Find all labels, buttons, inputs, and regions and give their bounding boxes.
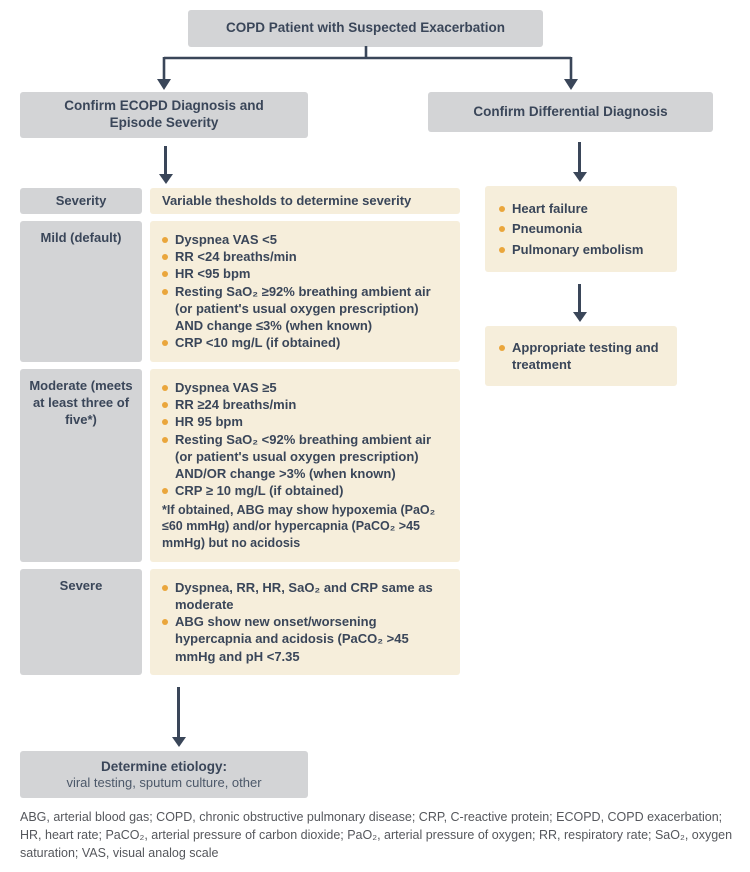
differential-item: Pneumonia	[499, 220, 663, 237]
node-confirm-ecopd: Confirm ECOPD Diagnosis and Episode Seve…	[20, 92, 308, 138]
node-differential-list: Heart failure Pneumonia Pulmonary emboli…	[485, 186, 677, 272]
abbreviations-footnote: ABG, arterial blood gas; COPD, chronic o…	[20, 810, 733, 861]
criteria-item: Dyspnea VAS <5	[162, 231, 448, 248]
criteria-item: Dyspnea VAS ≥5	[162, 379, 448, 396]
branch-connector-arrows	[157, 46, 578, 90]
severity-column-header: Severity	[20, 187, 142, 214]
bullet-icon	[162, 384, 168, 391]
criteria-item: Resting SaO₂ ≥92% breathing ambient air …	[162, 283, 448, 335]
bullet-icon	[499, 246, 505, 253]
criteria-item: RR <24 breaths/min	[162, 248, 448, 265]
differential-item: Heart failure	[499, 200, 663, 217]
bullet-icon	[162, 254, 168, 261]
severity-label-mild: Mild (default)	[20, 220, 142, 362]
criteria-item: ABG show new onset/worsening hypercapnia…	[162, 613, 448, 665]
bullet-icon	[162, 619, 168, 626]
node-appropriate-testing: Appropriate testing and treatment	[485, 325, 677, 387]
bullet-icon	[162, 402, 168, 408]
action-item: Appropriate testing and treatment	[499, 339, 663, 374]
bullet-icon	[162, 288, 168, 295]
bullet-icon	[162, 271, 168, 278]
criteria-item: HR <95 bpm	[162, 265, 448, 282]
bullet-icon	[162, 340, 168, 347]
abg-footnote-moderate: *If obtained, ABG may show hypoxemia (Pa…	[162, 502, 436, 550]
thresholds-column-header: Variable thesholds to determine severity	[150, 187, 460, 214]
arrow-down-icon	[578, 142, 581, 172]
criteria-item: HR 95 bpm	[162, 413, 448, 430]
arrow-down-icon	[164, 145, 167, 174]
bullet-icon	[499, 344, 505, 351]
etiology-subtitle: viral testing, sputum culture, other	[66, 774, 262, 790]
bullet-icon	[162, 488, 168, 495]
criteria-item: Resting SaO₂ <92% breathing ambient air …	[162, 431, 448, 483]
bullet-icon	[162, 436, 168, 443]
criteria-item: RR ≥24 breaths/min	[162, 396, 448, 413]
bullet-icon	[162, 584, 168, 591]
criteria-moderate: Dyspnea VAS ≥5 RR ≥24 breaths/min HR 95 …	[150, 368, 460, 562]
right-branch: Confirm Differential Diagnosis Heart fai…	[428, 92, 713, 387]
criteria-item: CRP ≥ 10 mg/L (if obtained)	[162, 482, 448, 499]
node-determine-etiology: Determine etiology: viral testing, sputu…	[20, 750, 308, 798]
criteria-severe: Dyspnea, RR, HR, SaO₂ and CRP same as mo…	[150, 568, 460, 675]
severity-table: Severity Variable thesholds to determine…	[20, 187, 460, 675]
differential-item: Pulmonary embolism	[499, 241, 663, 258]
node-confirm-differential: Confirm Differential Diagnosis	[428, 92, 713, 132]
node-suspected-exacerbation: COPD Patient with Suspected Exacerbation	[188, 10, 543, 47]
arrow-down-icon	[578, 283, 581, 312]
criteria-mild: Dyspnea VAS <5 RR <24 breaths/min HR <95…	[150, 220, 460, 362]
left-branch: Confirm ECOPD Diagnosis and Episode Seve…	[20, 92, 460, 798]
criteria-item: Dyspnea, RR, HR, SaO₂ and CRP same as mo…	[162, 579, 448, 614]
etiology-title: Determine etiology:	[100, 758, 228, 774]
arrow-down-icon	[177, 686, 180, 737]
bullet-icon	[162, 419, 168, 426]
bullet-icon	[499, 206, 505, 212]
bullet-icon	[162, 236, 168, 243]
bullet-icon	[499, 226, 505, 233]
severity-label-moderate: Moderate (meets at least three of five*)	[20, 368, 142, 562]
severity-label-severe: Severe	[20, 568, 142, 675]
criteria-item: CRP <10 mg/L (if obtained)	[162, 334, 448, 351]
